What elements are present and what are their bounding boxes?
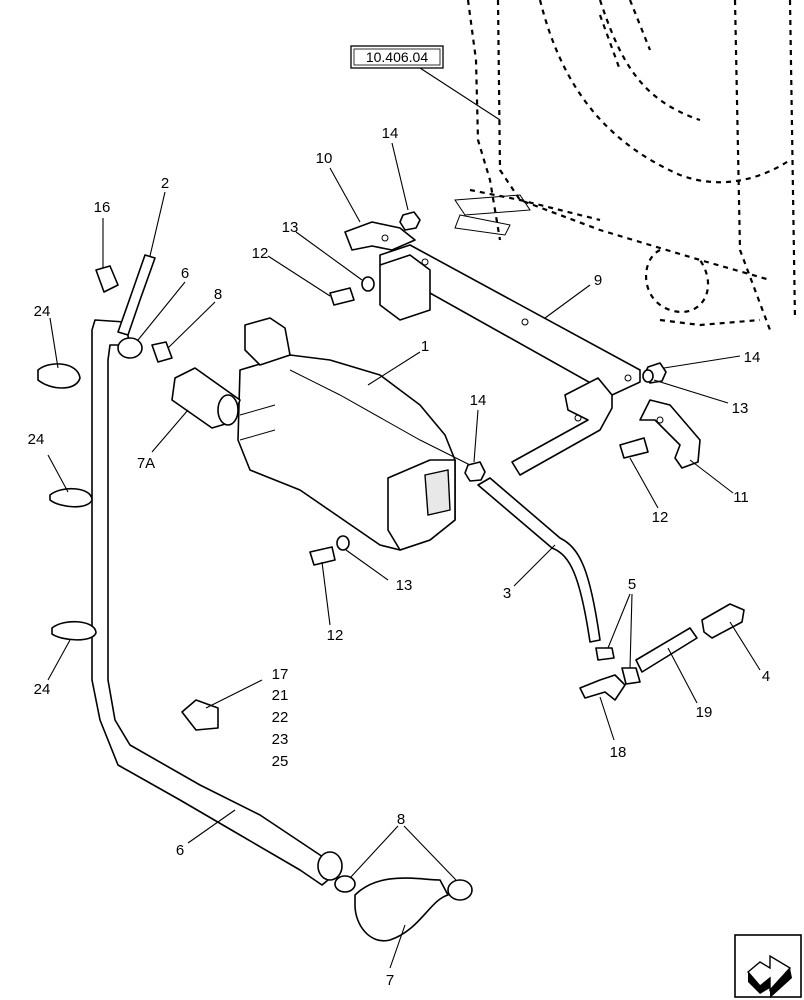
callout-10[interactable]: 10 [316,150,333,167]
callout-13-top[interactable]: 13 [282,219,299,236]
bracket-part-11 [639,399,701,469]
hose-end-6-bottom [317,851,343,881]
washer-13-mid [336,535,350,551]
callout-8-top[interactable]: 8 [214,286,222,303]
callout-12-mid[interactable]: 12 [327,627,344,644]
callout-9[interactable]: 9 [594,272,602,289]
clip-5b [621,667,641,685]
reference-box[interactable]: 10.406.04 [350,45,444,69]
clip-5a [595,647,615,661]
callout-1[interactable]: 1 [421,338,429,355]
nut-14-top [399,211,421,231]
callout-3[interactable]: 3 [503,585,511,602]
callout-24-c[interactable]: 24 [34,681,51,698]
callout-16[interactable]: 16 [94,199,111,216]
callout-17[interactable]: 17 [272,666,289,683]
strap-24-c [51,620,97,641]
coolant-reservoir-part-1 [237,317,471,551]
clamp-8-top [151,341,173,363]
callout-6-bottom[interactable]: 6 [176,842,184,859]
callout-19[interactable]: 19 [696,704,713,721]
callout-7[interactable]: 7 [386,972,394,989]
callout-6-top[interactable]: 6 [181,265,189,282]
radiator-assembly [454,0,797,331]
callout-2[interactable]: 2 [161,175,169,192]
washer-13-right [642,369,654,383]
callout-12-top[interactable]: 12 [252,245,269,262]
bolt-12-top [329,287,355,306]
callout-14-top[interactable]: 14 [382,125,399,142]
fasteners [309,211,667,566]
callout-14-right[interactable]: 14 [744,349,761,366]
callout-13-mid[interactable]: 13 [396,577,413,594]
bolt-12-mid [309,546,336,566]
fittings-right [579,603,745,701]
navigation-arrow-icon[interactable] [734,934,802,998]
callout-24-b[interactable]: 24 [28,431,45,448]
nut-14-mid [464,461,486,482]
clip-17 [181,699,219,731]
callout-5[interactable]: 5 [628,576,636,593]
tube-19 [635,627,698,673]
clamp-8-bottom-left [334,875,356,893]
bracket-part-10 [344,221,431,321]
reference-leader [419,67,501,121]
callout-18[interactable]: 18 [610,744,627,761]
washer-13-top [361,276,375,292]
clamp-16 [95,265,119,293]
connector-4 [701,603,745,639]
clamp-8-bottom-right [447,879,473,901]
reference-label: 10.406.04 [366,49,428,65]
callout-25[interactable]: 25 [272,753,289,770]
straps-part-24 [37,363,97,641]
callout-7a[interactable]: 7A [137,455,155,472]
hose-part-7 [334,875,473,942]
pipe-part-2 [117,254,156,336]
sleeve-part-7a [171,367,241,429]
callout-11[interactable]: 11 [733,489,749,506]
tee-18 [579,674,626,701]
callout-labels: 2 16 6 8 24 24 24 7A 10 14 13 12 9 1 14 … [28,125,771,989]
callout-14-mid[interactable]: 14 [470,392,487,409]
leader-lines [47,142,761,969]
callout-24-a[interactable]: 24 [34,303,51,320]
strap-24-a [37,363,81,389]
callout-22[interactable]: 22 [272,709,289,726]
callout-23[interactable]: 23 [272,731,289,748]
hose-end-6-top [117,337,143,359]
callout-21[interactable]: 21 [272,687,289,704]
callout-13-right[interactable]: 13 [732,400,749,417]
hose-part-6 [91,319,343,886]
callout-12-right[interactable]: 12 [652,509,669,526]
bolt-12-right [619,437,649,459]
hose-part-3 [477,477,601,643]
callout-8-bottom[interactable]: 8 [397,811,405,828]
strap-24-b [49,487,93,508]
callout-4[interactable]: 4 [762,668,770,685]
